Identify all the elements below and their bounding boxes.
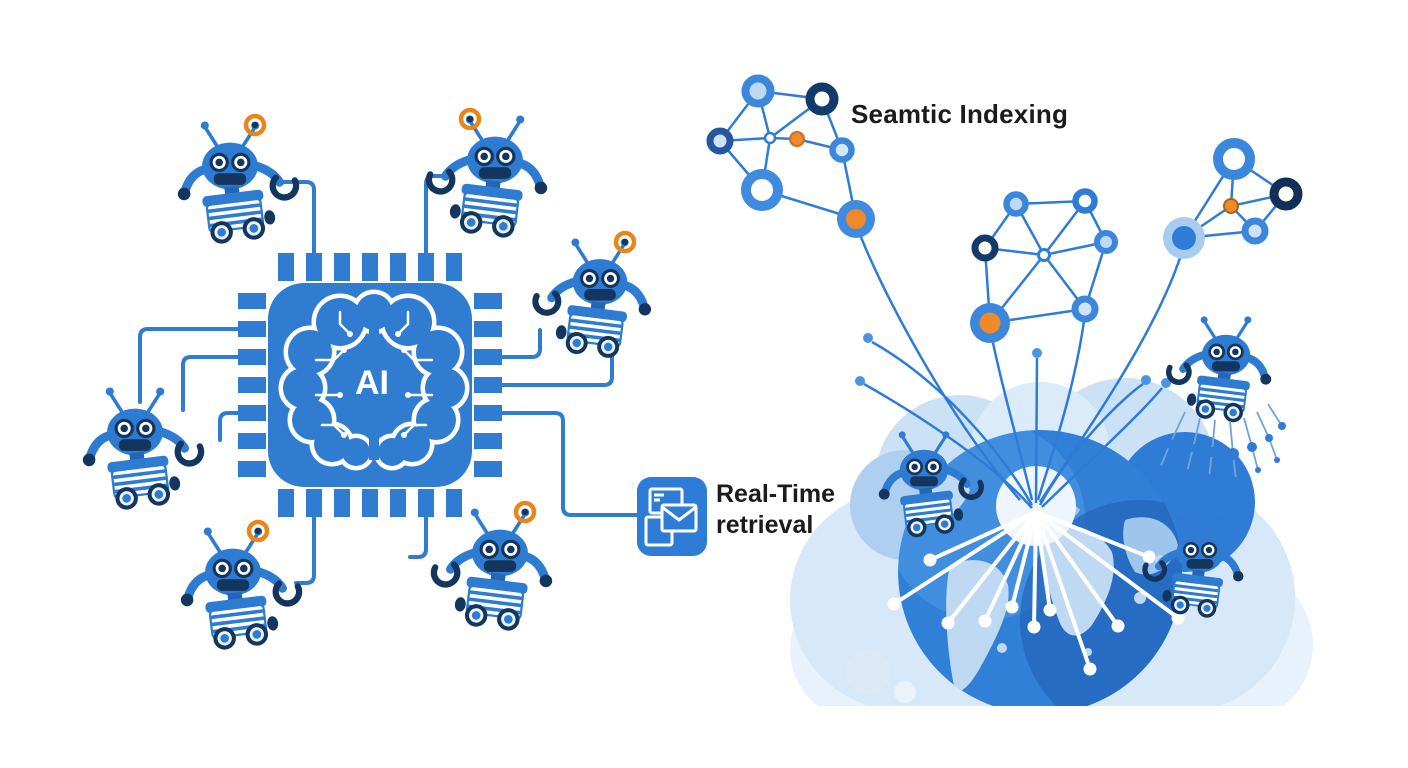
network-cluster-2 (970, 188, 1118, 343)
robot-right-icon (535, 238, 651, 359)
robot-top-left-icon (178, 121, 296, 245)
brain-circuit-icon (278, 289, 470, 471)
robot-top-right-icon (429, 115, 547, 239)
antenna-beacon-icons (243, 107, 637, 543)
uplink-rays (854, 223, 1186, 509)
circuit-traces (314, 310, 434, 438)
chip-pins (238, 253, 502, 517)
robot-bottom-right-icon (434, 508, 552, 632)
antenna-beacon-dots (251, 115, 629, 535)
robot-cascade-icon (1157, 316, 1286, 483)
robot-bottom-left-icon (181, 527, 299, 651)
realtime-retrieval-icon (637, 477, 707, 556)
ai-chip-icon (238, 253, 502, 517)
network-cluster-3 (1163, 138, 1303, 259)
data-stream-dots (1157, 403, 1286, 483)
network-cluster-1 (706, 74, 875, 238)
broadcast-rays (887, 510, 1185, 676)
connector-lines (138, 174, 639, 585)
cloud-bottom-mask (800, 706, 1320, 768)
